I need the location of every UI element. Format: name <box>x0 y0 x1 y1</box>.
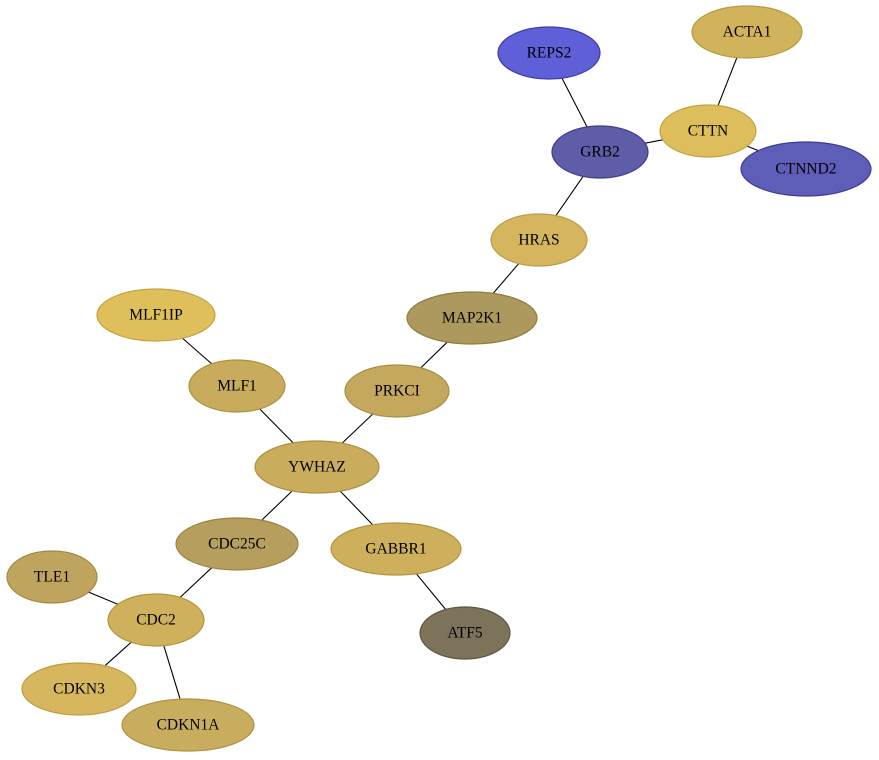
node-label: CTNND2 <box>775 161 836 178</box>
edge-hras-map2k1 <box>492 263 520 294</box>
edge-tle1-cdc2 <box>88 591 119 605</box>
node-shape <box>188 359 286 413</box>
edge-mlf1-ywhaz <box>259 408 294 444</box>
edge-map2k1-prkci <box>420 341 448 369</box>
edge-gabbr1-atf5 <box>415 573 447 610</box>
node-reps2[interactable]: REPS2 <box>497 26 601 80</box>
node-label: ATF5 <box>447 625 483 642</box>
node-map2k1[interactable]: MAP2K1 <box>406 291 538 345</box>
node-cttn[interactable]: CTTN <box>659 104 757 158</box>
node-mlf1ip[interactable]: MLF1IP <box>96 288 216 342</box>
node-shape <box>254 440 380 494</box>
node-acta1[interactable]: ACTA1 <box>691 5 803 59</box>
node-grb2[interactable]: GRB2 <box>551 125 649 179</box>
node-label: TLE1 <box>34 569 70 586</box>
node-prkci[interactable]: PRKCI <box>344 364 450 418</box>
node-label: CDC25C <box>208 536 266 553</box>
edge-acta1-cttn <box>717 57 738 106</box>
node-shape <box>419 606 511 660</box>
node-shape <box>691 5 803 59</box>
node-hras[interactable]: HRAS <box>490 213 588 267</box>
edge-grb2-cttn <box>645 139 663 144</box>
node-label: CTTN <box>688 123 728 140</box>
node-label: MLF1 <box>217 378 257 395</box>
node-shape <box>490 213 588 267</box>
node-ywhaz[interactable]: YWHAZ <box>254 440 380 494</box>
edge-cdc2-cdkn3 <box>104 641 132 667</box>
node-label: GRB2 <box>580 144 620 161</box>
node-label: CDKN1A <box>157 717 221 734</box>
edge-mlf1ip-mlf1 <box>182 337 213 365</box>
node-gabbr1[interactable]: GABBR1 <box>330 522 462 576</box>
edge-cttn-ctnnd2 <box>746 145 759 152</box>
node-label: PRKCI <box>374 383 420 400</box>
node-shape <box>551 125 649 179</box>
node-shape <box>175 517 299 571</box>
node-label: CDKN3 <box>53 681 105 698</box>
node-shape <box>740 141 872 197</box>
node-ctnnd2[interactable]: CTNND2 <box>740 141 872 197</box>
node-shape <box>344 364 450 418</box>
edges-layer <box>88 57 759 700</box>
node-label: MLF1IP <box>129 307 182 324</box>
node-cdc2[interactable]: CDC2 <box>107 593 205 647</box>
node-mlf1[interactable]: MLF1 <box>188 359 286 413</box>
edge-cdc2-cdkn1a <box>163 645 181 700</box>
edge-cdc25c-cdc2 <box>179 567 213 598</box>
node-tle1[interactable]: TLE1 <box>6 550 98 604</box>
node-cdkn3[interactable]: CDKN3 <box>21 662 137 716</box>
node-shape <box>21 662 137 716</box>
edge-ywhaz-gabbr1 <box>339 490 374 526</box>
node-label: REPS2 <box>527 45 572 62</box>
node-shape <box>330 522 462 576</box>
node-shape <box>406 291 538 345</box>
node-atf5[interactable]: ATF5 <box>419 606 511 660</box>
node-shape <box>96 288 216 342</box>
node-cdc25c[interactable]: CDC25C <box>175 517 299 571</box>
edge-grb2-hras <box>555 176 584 216</box>
node-label: YWHAZ <box>288 459 346 476</box>
node-label: CDC2 <box>136 612 176 629</box>
edge-ywhaz-cdc25c <box>261 490 293 521</box>
edge-reps2-grb2 <box>561 77 588 128</box>
node-label: HRAS <box>518 232 559 249</box>
node-shape <box>659 104 757 158</box>
node-shape <box>107 593 205 647</box>
node-label: ACTA1 <box>723 24 772 41</box>
node-label: MAP2K1 <box>442 310 502 327</box>
node-label: GABBR1 <box>365 541 426 558</box>
node-shape <box>6 550 98 604</box>
node-cdkn1a[interactable]: CDKN1A <box>121 698 255 752</box>
edge-prkci-ywhaz <box>341 413 374 444</box>
node-shape <box>121 698 255 752</box>
node-shape <box>497 26 601 80</box>
